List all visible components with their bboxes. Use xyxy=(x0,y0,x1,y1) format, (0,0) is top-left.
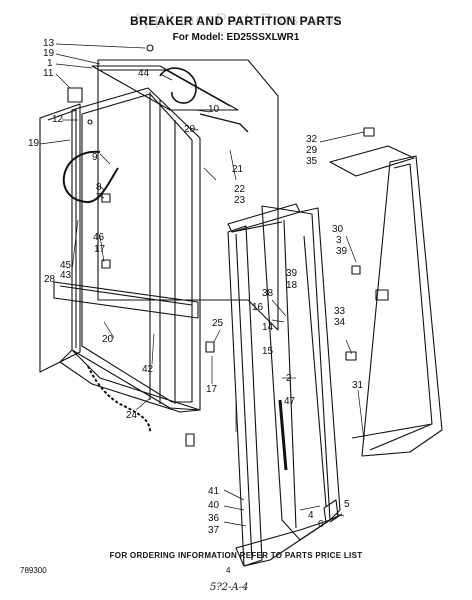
callout: 33 xyxy=(334,306,346,317)
callout: 3 xyxy=(336,235,342,246)
mullion-front xyxy=(261,205,331,541)
callout: 19 xyxy=(43,48,55,59)
callout: 9 xyxy=(92,152,98,163)
center-breaker xyxy=(53,281,199,319)
top-right-rail xyxy=(329,145,415,177)
callout: 36 xyxy=(208,513,220,524)
document-number: 789300 xyxy=(20,566,47,575)
page-number: 4 xyxy=(226,566,231,575)
callout: 24 xyxy=(126,410,138,421)
cabinet-left-frame xyxy=(39,103,81,373)
mullion-left-rail xyxy=(227,225,263,567)
callout: 5 xyxy=(344,499,350,510)
callout: 16 xyxy=(252,302,264,313)
callout: 21 xyxy=(232,164,244,175)
heater-strip xyxy=(278,399,288,471)
callout: 23 xyxy=(234,195,246,206)
callout: 14 xyxy=(262,322,274,333)
callout: 18 xyxy=(286,280,298,291)
right-frame xyxy=(361,155,443,457)
model-number: For Model: ED25SSXLWR1 xyxy=(172,32,300,43)
callout: 29 xyxy=(306,145,318,156)
callout: 12 xyxy=(52,114,64,125)
callout: 2 xyxy=(286,373,292,384)
callout: 43 xyxy=(60,270,72,281)
callout: 6 xyxy=(318,519,324,530)
handwritten-note: 5?2-A-4 xyxy=(210,582,249,593)
cabinet-back-wall xyxy=(97,59,279,331)
callout: 20 xyxy=(184,124,196,135)
callout-labels: 13 19 1 11 12 19 9 8 7 46 17 45 43 28 44… xyxy=(28,38,364,536)
partition-panel xyxy=(71,87,201,411)
callout: 15 xyxy=(262,346,274,357)
page-title: BREAKER AND PARTITION PARTS xyxy=(130,14,342,28)
watermark: AppliancePartsPros.com xyxy=(131,10,341,29)
callout: 10 xyxy=(208,104,220,115)
callout: 1 xyxy=(47,58,53,69)
wire-harness xyxy=(62,150,119,204)
callout: 7 xyxy=(96,192,102,203)
callout: 35 xyxy=(306,156,318,167)
callout: 41 xyxy=(208,486,220,497)
callout: 47 xyxy=(284,396,296,407)
callout: 30 xyxy=(332,224,344,235)
callout: 4 xyxy=(308,510,314,521)
callout: 8 xyxy=(96,182,102,193)
callout: 22 xyxy=(234,184,246,195)
callout: 20 xyxy=(102,334,114,345)
callout: 32 xyxy=(306,134,318,145)
callout: 31 xyxy=(352,380,364,391)
callout: 44 xyxy=(138,68,150,79)
callout: 45 xyxy=(60,260,72,271)
ordering-note: FOR ORDERING INFORMATION REFER TO PARTS … xyxy=(109,551,363,560)
callout: 42 xyxy=(142,364,154,375)
callout: 46 xyxy=(93,232,105,243)
callout: 28 xyxy=(44,274,56,285)
callout: 25 xyxy=(212,318,224,329)
middle-mullion xyxy=(227,203,301,233)
callout: 40 xyxy=(208,500,220,511)
callout: 37 xyxy=(208,525,220,536)
connector-part xyxy=(67,87,83,103)
callout: 13 xyxy=(43,38,55,49)
callout: 11 xyxy=(43,68,54,79)
mullion-right-rail xyxy=(299,207,341,521)
callout: 17 xyxy=(206,384,218,395)
callout: 38 xyxy=(262,288,274,299)
callout: 34 xyxy=(334,317,346,328)
callout: 39 xyxy=(336,246,348,257)
lower-trim xyxy=(59,349,201,413)
callout: 17 xyxy=(94,244,106,255)
callout: 19 xyxy=(28,138,40,149)
mullion-bottom xyxy=(235,519,331,567)
callout: 39 xyxy=(286,268,298,279)
